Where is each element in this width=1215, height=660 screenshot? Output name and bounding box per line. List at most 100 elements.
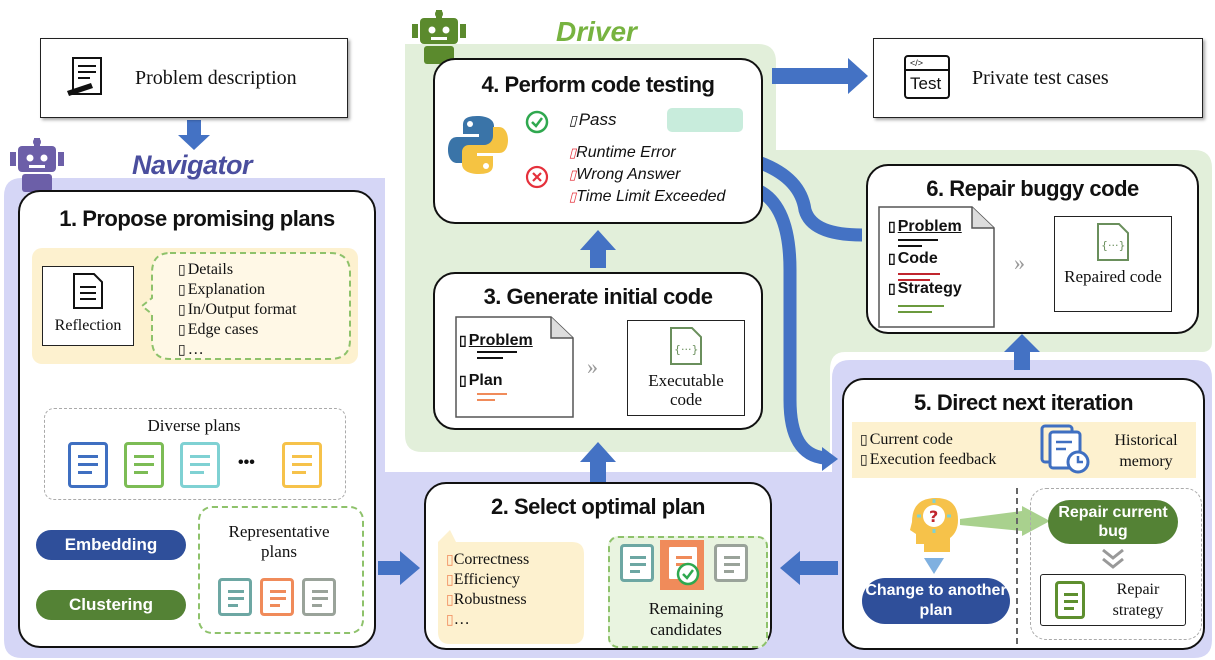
step6-problem: Problem [888, 218, 962, 236]
navigator-robot-icon [10, 138, 64, 192]
reflection-box: Reflection [42, 266, 134, 346]
step2-title: 2. Select optimal plan [491, 494, 705, 519]
reflection-item-5: … [178, 340, 204, 361]
executable-code-box: {···} Executable code [627, 320, 745, 416]
pass-bar [667, 108, 743, 132]
step4-title: 4. Perform code testing [481, 72, 715, 97]
document-icon [73, 273, 103, 309]
step6-code: Code [888, 250, 938, 268]
arrow-step1-to-step2 [378, 551, 420, 585]
step5-item-execution-feedback: Execution feedback [860, 450, 997, 471]
representative-label: Representative plans [228, 522, 330, 561]
driver-label: Driver [556, 16, 637, 47]
criteria-3: ▯Robustness [446, 591, 527, 608]
code-file-icon: {···} [670, 327, 702, 365]
rep-doc-teal-icon [218, 578, 252, 616]
step6-repair-code: 6. Repair buggy code Problem Code Strate… [866, 164, 1199, 334]
rep-doc-orange-icon [260, 578, 294, 616]
error-runtime: ▯Runtime Error [569, 144, 676, 161]
arrow-to-change-plan [924, 558, 944, 574]
step3-plan: Plan [459, 372, 503, 390]
step3-problem: Problem [459, 332, 533, 350]
reflection-item-2: Explanation [178, 280, 265, 301]
code-file-icon: {···} [1097, 223, 1129, 261]
arrow-step5-to-step2 [780, 551, 838, 585]
chevron-right-icon: » [1014, 250, 1025, 275]
arrow-step3-to-step4 [580, 230, 616, 268]
step6-code-glyph: {···} [1101, 239, 1126, 252]
rep-doc-gray-icon [302, 578, 336, 616]
private-tests-label: Private test cases [972, 67, 1109, 89]
navigator-label: Navigator [132, 150, 253, 180]
reflection-item-3: In/Output format [178, 300, 297, 321]
step1-propose-plans: 1. Propose promising plans Reflection De… [18, 190, 376, 648]
step5-title: 5. Direct next iteration [913, 390, 1134, 415]
pass-label: Pass [569, 110, 617, 130]
criteria-1: ▯Correctness [446, 551, 530, 568]
reflection-item-4: Edge cases [178, 320, 259, 341]
check-icon [676, 562, 700, 586]
remaining-label: Remaining candidates [648, 599, 724, 639]
step5-item-current-code: Current code [860, 430, 953, 451]
executable-code-label: Executable code [648, 371, 724, 409]
change-plan-pill: Change to another plan [862, 578, 1010, 624]
history-memory-icon [1040, 424, 1090, 474]
problem-description-box: Problem description [40, 38, 348, 118]
repaired-code-box: {···} Repaired code [1054, 216, 1172, 312]
step3-title: 3. Generate initial code [483, 284, 713, 309]
criteria-4: ▯… [446, 611, 470, 628]
diverse-plans-box [44, 408, 346, 500]
remaining-doc-gray-icon [714, 544, 748, 582]
remaining-doc-teal-icon [620, 544, 654, 582]
arrow-testing-to-step6 [749, 153, 863, 242]
divider-line [1016, 488, 1018, 644]
arrow-step2-to-step3 [580, 442, 616, 482]
problem-description-label: Problem description [135, 67, 297, 89]
private-tests-box: </> Test Private test cases [873, 38, 1203, 118]
arrow-problem-to-navigator [178, 120, 210, 150]
arrow-testing-to-tests [772, 58, 868, 94]
step5-direct-iteration: 5. Direct next iteration Current code Ex… [842, 378, 1205, 650]
repair-strategy-box: Repair strategy [1040, 574, 1186, 626]
step6-strategy: Strategy [888, 280, 962, 298]
step3-generate-code: 3. Generate initial code Problem Plan » … [433, 272, 763, 430]
plan-doc-blue-icon [68, 442, 108, 488]
criteria-note [438, 530, 584, 644]
ellipsis: ••• [238, 454, 255, 471]
thinking-head-icon: ? [910, 498, 958, 552]
chevron-down-icon [1102, 548, 1124, 569]
repaired-code-label: Repaired code [1064, 267, 1162, 286]
test-icon: </> Test [904, 55, 950, 99]
step2-select-plan: 2. Select optimal plan ▯Correctness ▯Eff… [424, 482, 772, 650]
criteria-2: ▯Efficiency [446, 571, 521, 588]
arrow-step5-to-step6 [1004, 334, 1040, 370]
reflection-item-1: Details [178, 260, 233, 281]
repair-strategy-label: Repair strategy [1112, 581, 1164, 619]
step3-code-glyph: {···} [674, 343, 699, 356]
arrow-testing-to-step5 [749, 181, 827, 465]
embedding-pill: Embedding [36, 530, 186, 560]
arrow-to-repair-bug [960, 506, 1050, 536]
representative-box [198, 506, 364, 634]
step1-title: 1. Propose promising plans [59, 206, 335, 231]
error-wrong-answer: ▯Wrong Answer [569, 166, 681, 183]
error-time-limit: ▯Time Limit Exceeded [569, 188, 726, 205]
strategy-doc-icon [1055, 581, 1085, 619]
chevron-right-icon: » [587, 354, 598, 379]
step6-title: 6. Repair buggy code [926, 176, 1139, 201]
test-icon-text: Test [910, 74, 942, 93]
step4-perform-testing: 4. Perform code testing Pass ▯Runtime Er… [433, 58, 763, 224]
svg-text:?: ? [929, 507, 938, 526]
diverse-plans-label: Diverse plans [147, 416, 241, 435]
plan-doc-green-icon [124, 442, 164, 488]
clustering-pill: Clustering [36, 590, 186, 620]
repair-bug-pill: Repair current bug [1048, 500, 1178, 544]
plan-doc-yellow-icon [282, 442, 322, 488]
python-logo-icon [448, 116, 508, 174]
historical-memory-label: Historical memory [1114, 432, 1178, 470]
document-pen-icon [67, 57, 102, 96]
check-circle-icon [525, 110, 549, 134]
plan-doc-cyan-icon [180, 442, 220, 488]
reflection-label: Reflection [54, 317, 122, 334]
cross-circle-icon [525, 165, 549, 189]
